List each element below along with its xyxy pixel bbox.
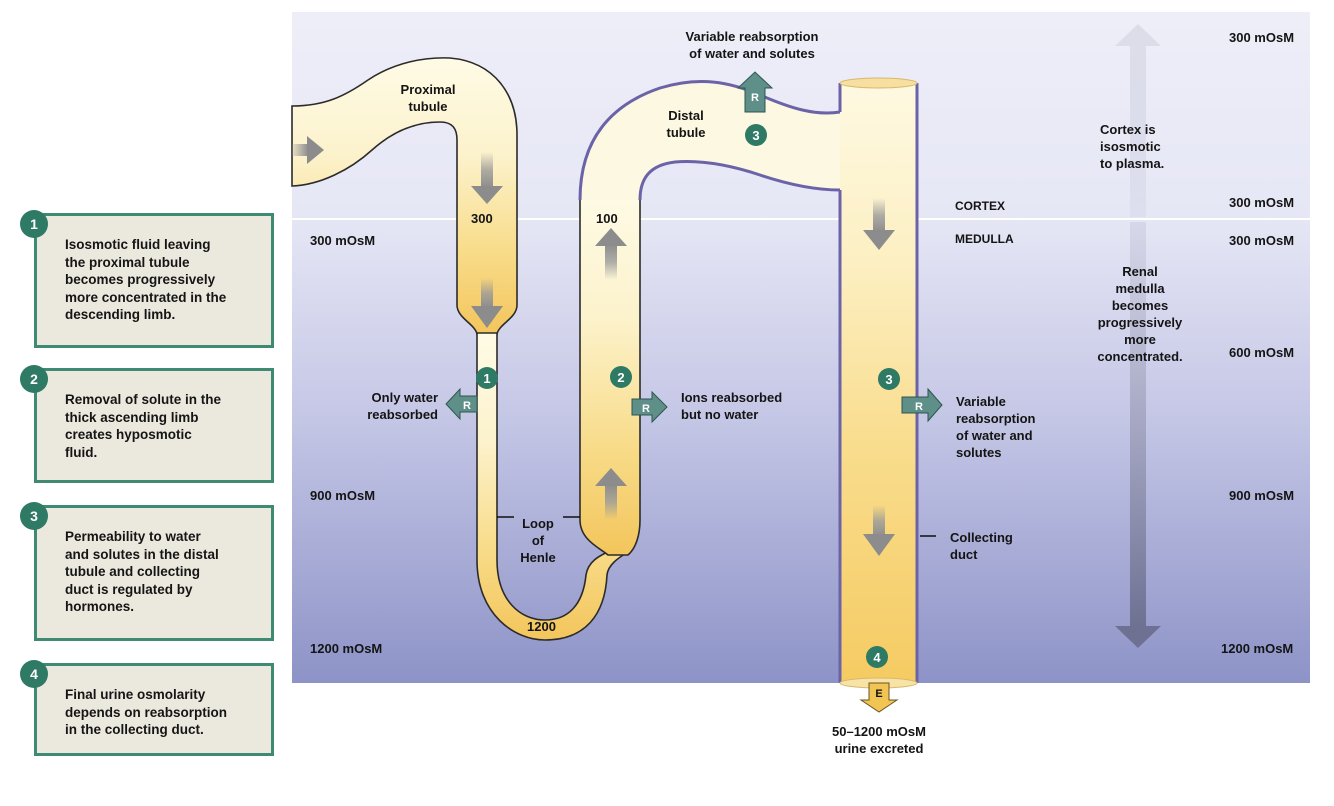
flow-arrow-up-icon	[595, 468, 627, 520]
scale-right-900: 900 mOsM	[1229, 488, 1295, 503]
distal-reabsorption-note: Variable reabsorption of water and solut…	[685, 29, 819, 61]
reabsorption-arrow-left-icon: R	[445, 387, 478, 421]
step-text-4: Final urine osmolarity depends on reabso…	[65, 687, 228, 737]
collecting-duct	[840, 83, 917, 683]
scale-left-300: 300 mOsM	[310, 233, 376, 248]
step-badge-4: 4	[20, 660, 48, 688]
cortex-gradient-arrow	[1115, 24, 1161, 217]
cortex-label: CORTEX	[955, 199, 1006, 213]
scale-right-300-medulla: 300 mOsM	[1229, 233, 1295, 248]
svg-text:3: 3	[885, 372, 892, 387]
scale-right-600: 600 mOsM	[1229, 345, 1295, 360]
flow-arrow-right-icon	[292, 136, 324, 164]
descending-reabsorption-note: Only water reabsorbed	[367, 390, 438, 422]
distal-tubule-label: Distal tubule	[666, 108, 706, 140]
proximal-tubule-label: Proximal tubule	[400, 82, 456, 114]
svg-text:4: 4	[873, 650, 881, 665]
scale-left-1200: 1200 mOsM	[310, 641, 383, 656]
diagram-badge-3-distal: 3	[745, 124, 767, 146]
collecting-duct-label: Collecting duct	[950, 530, 1013, 562]
flow-arrow-down-icon	[471, 278, 503, 328]
loop-of-henle-label: Loop of Henle	[520, 516, 556, 565]
diagram-badge-1: 1	[476, 367, 498, 389]
svg-text:3: 3	[752, 128, 759, 143]
flow-arrow-up-icon	[595, 228, 627, 280]
flow-arrow-down-icon	[863, 505, 895, 556]
ascending-reabsorption-note: Ions reabsorbed but no water	[681, 390, 783, 422]
diagram-badge-2: 2	[610, 366, 632, 388]
excretion-arrow-icon: E	[859, 682, 899, 713]
medulla-label: MEDULLA	[955, 232, 1014, 246]
urine-excreted-label: 50–1200 mOsM urine excreted	[832, 724, 926, 756]
flow-arrow-down-icon	[471, 152, 503, 204]
step-box-1: 1 Isosmotic fluid leaving the proximal t…	[20, 210, 274, 348]
duct-top-opening	[839, 77, 918, 89]
medulla-note: Renal medulla becomes progressively more…	[1097, 264, 1183, 364]
reabsorption-arrow-right-icon: R	[901, 387, 943, 423]
ascending-value: 100	[596, 211, 618, 226]
step-box-2: 2 Removal of solute in the thick ascendi…	[20, 365, 274, 483]
descending-value: 300	[471, 211, 493, 226]
svg-text:R: R	[642, 403, 650, 415]
svg-text:2: 2	[617, 370, 624, 385]
step-text-3: Permeability to water and solutes in the…	[65, 529, 219, 614]
distal-tubule	[580, 81, 840, 200]
scale-left-900: 900 mOsM	[310, 488, 376, 503]
thick-ascending-limb	[579, 189, 641, 556]
svg-text:R: R	[915, 401, 923, 413]
svg-text:R: R	[751, 92, 759, 104]
step-badge-1: 1	[20, 210, 48, 238]
svg-text:E: E	[875, 688, 882, 700]
svg-text:R: R	[463, 400, 471, 412]
scale-right-300-cortex: 300 mOsM	[1229, 195, 1295, 210]
cortex-note: Cortex is isosmotic to plasma.	[1100, 122, 1165, 171]
diagram-badge-4: 4	[866, 646, 888, 668]
svg-text:1: 1	[483, 371, 490, 386]
collecting-reabsorption-note: Variable reabsorption of water and solut…	[956, 394, 1036, 460]
step-text-2: Removal of solute in the thick ascending…	[65, 392, 222, 460]
step-box-3: 3 Permeability to water and solutes in t…	[20, 502, 274, 641]
flow-arrow-down-icon	[863, 198, 895, 250]
reabsorption-arrow-up-icon: R	[736, 71, 774, 113]
medulla-gradient-arrow	[1115, 222, 1161, 648]
step-text-1: Isosmotic fluid leaving the proximal tub…	[65, 237, 227, 322]
step-badge-2: 2	[20, 365, 48, 393]
reabsorption-arrow-right-icon: R	[631, 390, 668, 424]
scale-right-300-top: 300 mOsM	[1229, 30, 1295, 45]
diagram-badge-3-collecting: 3	[878, 368, 900, 390]
proximal-tubule	[291, 57, 518, 335]
loop-bottom-value: 1200	[527, 619, 556, 634]
step-badge-3: 3	[20, 502, 48, 530]
step-box-4: 4 Final urine osmolarity depends on reab…	[20, 660, 274, 756]
scale-right-1200: 1200 mOsM	[1221, 641, 1294, 656]
